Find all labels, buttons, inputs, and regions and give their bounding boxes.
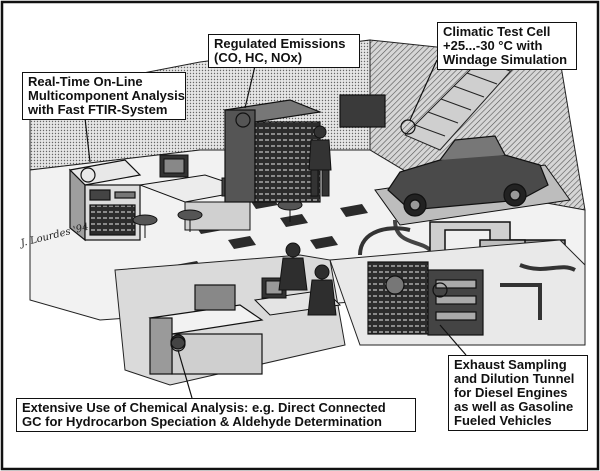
callout-chemical-line2: GC for Hydrocarbon Speciation & Aldehyde… — [22, 414, 382, 429]
callout-exhaust-line3: for Diesel Engines — [454, 385, 568, 400]
callout-exhaust-line4: as well as Gasoline — [454, 399, 574, 414]
test-vehicle — [387, 135, 549, 217]
callout-emissions: Regulated Emissions (CO, HC, NOx) — [208, 34, 360, 68]
callout-exhaust-line2: and Dilution Tunnel — [454, 371, 575, 386]
ftir-analyzer — [68, 159, 142, 242]
gc-instrument — [148, 284, 264, 375]
callout-exhaust-line5: Fueled Vehicles — [454, 413, 552, 428]
pipe-network — [358, 226, 576, 320]
callout-markers — [80, 112, 448, 352]
callout-chemical-analysis: Extensive Use of Chemical Analysis: e.g.… — [16, 398, 416, 432]
callout-ftir-line1: Real-Time On-Line — [28, 74, 143, 89]
callout-climatic-line2: +25...-30 °C with — [443, 38, 543, 53]
callout-ftir-line3: with Fast FTIR-System — [28, 102, 168, 117]
sampling-cabinets — [367, 261, 484, 336]
callout-emissions-line1: Regulated Emissions — [214, 36, 346, 51]
callout-climatic-cell: Climatic Test Cell +25...-30 °C with Win… — [437, 22, 577, 70]
callout-climatic-line3: Windage Simulation — [443, 52, 568, 67]
callout-climatic-line1: Climatic Test Cell — [443, 24, 551, 39]
callout-exhaust-sampling: Exhaust Sampling and Dilution Tunnel for… — [448, 355, 588, 431]
callout-leaders — [84, 59, 467, 399]
technician-standing — [308, 125, 332, 197]
callout-ftir-line2: Multicomponent Analysis — [28, 88, 185, 103]
callout-chemical-line1: Extensive Use of Chemical Analysis: e.g.… — [22, 400, 386, 415]
callout-exhaust-line1: Exhaust Sampling — [454, 357, 567, 372]
callout-emissions-line2: (CO, HC, NOx) — [214, 50, 303, 65]
callout-ftir: Real-Time On-Line Multicomponent Analysi… — [22, 72, 186, 120]
seated-technicians — [278, 242, 337, 316]
